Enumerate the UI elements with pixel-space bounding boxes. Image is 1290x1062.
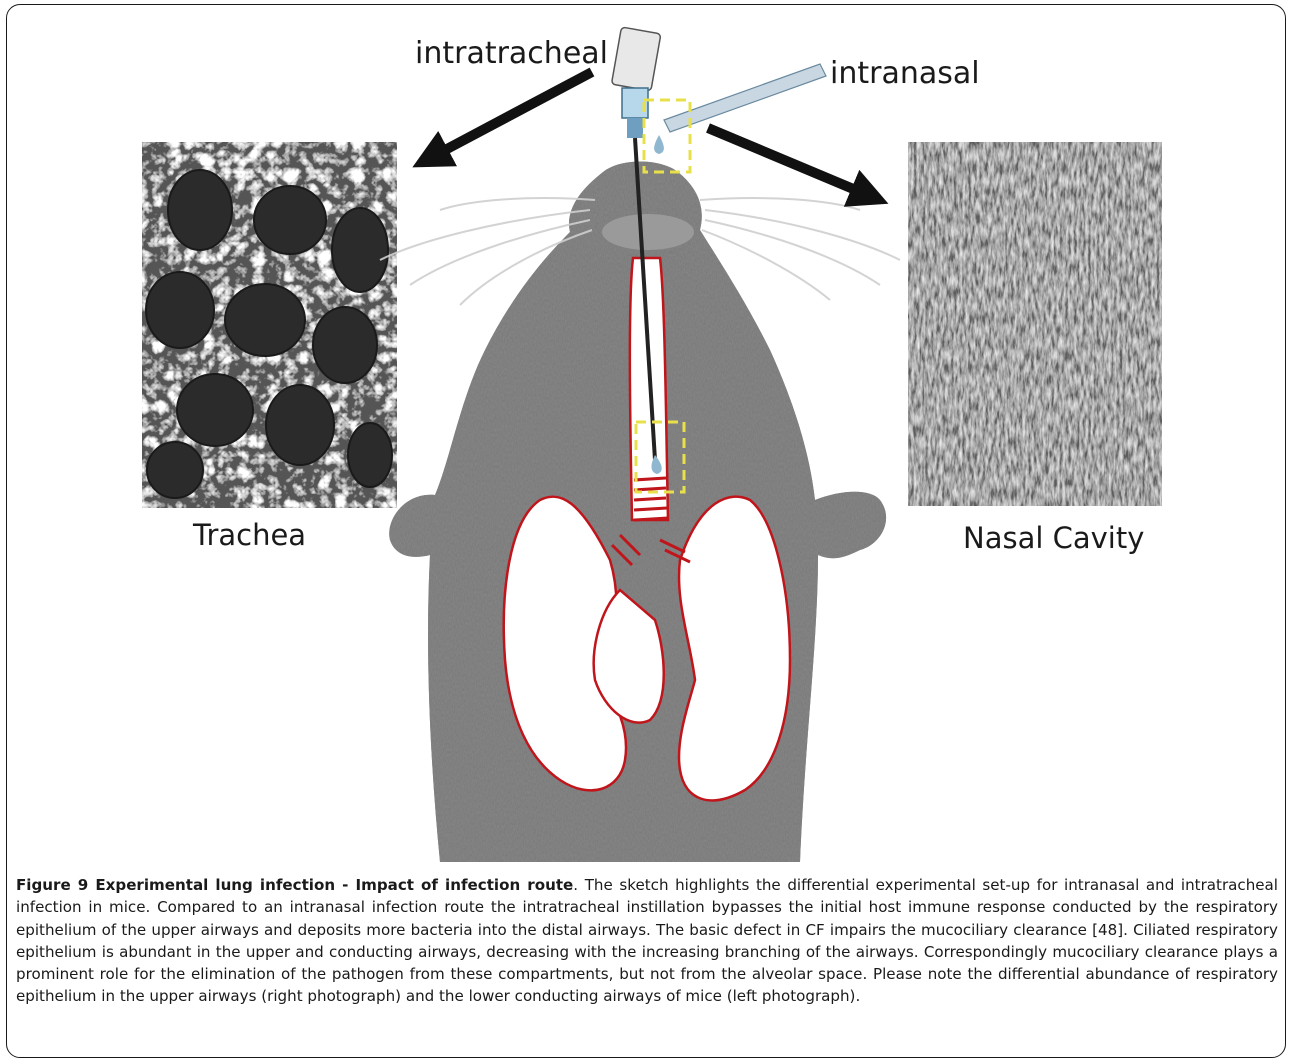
- arrow-to-trachea: [430, 72, 592, 158]
- figure-caption: Figure 9 Experimental lung infection - I…: [16, 874, 1278, 1008]
- arrow-to-nasal-cavity: [708, 128, 870, 196]
- trachea-label: Trachea: [193, 518, 306, 552]
- intranasal-label: intranasal: [830, 56, 980, 91]
- figure-illustration: intratracheal intranasal Trachea Nasal C…: [0, 0, 1290, 870]
- trachea-micrograph: [142, 142, 397, 508]
- nasal-cavity-micrograph: [908, 142, 1162, 506]
- caption-body: . The sketch highlights the differential…: [16, 876, 1278, 1005]
- nasal-cavity-label: Nasal Cavity: [963, 521, 1144, 555]
- caption-title: Figure 9 Experimental lung infection - I…: [16, 876, 573, 894]
- intratracheal-label: intratracheal: [415, 36, 608, 71]
